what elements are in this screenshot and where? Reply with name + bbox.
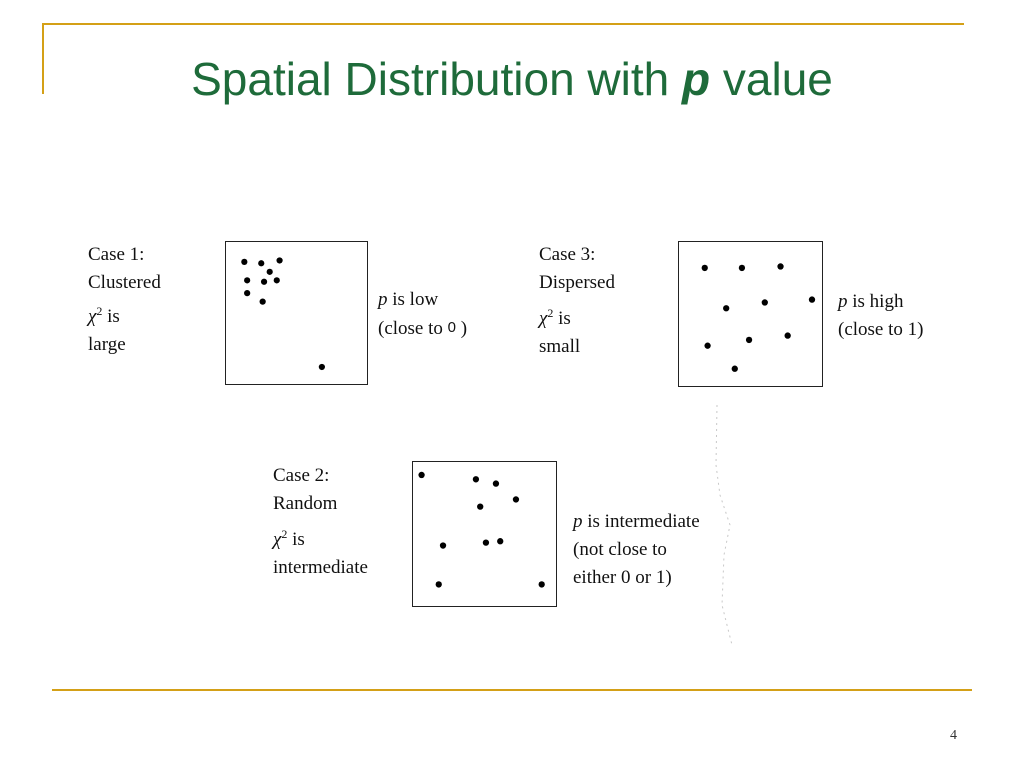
case1-text: Case 1: Clustered χ2 is large — [88, 241, 161, 359]
case2-p-line: p is intermediate — [573, 508, 700, 536]
slide-title: Spatial Distribution with p value — [0, 52, 1024, 106]
case2-label: Random — [273, 493, 338, 514]
case1-point-4 — [266, 268, 273, 275]
case3-p-line: p is high — [838, 288, 923, 316]
title-main: Spatial Distribution with — [191, 53, 683, 105]
slide-frame-left-line — [42, 23, 44, 94]
case1-point-10 — [318, 363, 325, 371]
case3-p-desc: is high — [847, 291, 904, 312]
case1-point-5 — [244, 277, 251, 284]
case1-point-1 — [241, 258, 248, 266]
case2-p-text: p is intermediate (not close to either 0… — [573, 508, 700, 592]
case1-points-svg — [241, 257, 325, 371]
case2-chi-symbol: χ — [273, 529, 282, 550]
case2-point-10 — [538, 581, 545, 588]
case1-point-2 — [258, 260, 265, 267]
case1-p-desc: is low — [387, 289, 439, 310]
case3-point-5 — [761, 299, 768, 306]
case3-chi-line: χ2 is — [539, 305, 615, 333]
case3-point-4 — [723, 305, 730, 312]
scan-artifact-line — [715, 405, 733, 645]
case2-point-1 — [418, 471, 425, 479]
case1-point-7 — [273, 277, 280, 284]
case3-p-text: p is high (close to 1) — [838, 288, 923, 344]
case2-point-2 — [472, 476, 480, 483]
case3-point-2 — [738, 264, 746, 272]
case2-chi-line: χ2 is — [273, 526, 368, 554]
case1-p-var: p — [378, 289, 388, 310]
case3-label: Dispersed — [539, 272, 615, 293]
case2-chi-value: intermediate — [273, 557, 368, 578]
case3-point-3 — [777, 263, 784, 270]
case1-label: Clustered — [88, 272, 161, 293]
case3-points-svg — [701, 263, 816, 372]
case2-points-svg — [418, 471, 545, 588]
case3-point-9 — [784, 332, 791, 339]
case3-point-1 — [701, 264, 708, 272]
case1-p-close-value: 0 — [447, 319, 456, 336]
case3-point-8 — [745, 336, 753, 344]
case3-point-6 — [808, 296, 816, 303]
case2-p-var: p — [573, 511, 583, 532]
case1-chi-value: large — [88, 334, 126, 355]
case2-text: Case 2: Random χ2 is intermediate — [273, 462, 368, 582]
case1-chi-is: is — [102, 306, 120, 327]
case2-point-9 — [435, 581, 442, 588]
case2-point-6 — [439, 542, 447, 549]
title-tail: value — [710, 53, 833, 105]
case1-chi-sup: 2 — [96, 304, 103, 318]
case2-p-desc: is intermediate — [582, 511, 700, 532]
case3-p-var: p — [838, 291, 848, 312]
case3-point-10 — [731, 365, 738, 372]
case3-chi-sup: 2 — [547, 306, 554, 320]
case1-p-close-line: (close to 0 ) — [378, 314, 467, 343]
case2-heading: Case 2: — [273, 465, 330, 486]
case2-point-4 — [512, 496, 520, 503]
case1-p-close-suffix: ) — [456, 318, 468, 339]
case1-point-3 — [276, 257, 283, 264]
case2-point-7 — [482, 539, 490, 546]
case1-p-close-prefix: (close to — [378, 318, 448, 339]
case3-chi-value: small — [539, 336, 581, 357]
case1-point-8 — [244, 289, 251, 297]
case1-point-9 — [259, 298, 266, 305]
case3-p-close: (close to 1) — [838, 319, 924, 340]
case2-plot-box — [412, 461, 557, 607]
case3-chi-symbol: χ — [539, 308, 548, 329]
case2-chi-sup: 2 — [281, 527, 288, 541]
case1-plot-box — [225, 241, 368, 385]
case3-text: Case 3: Dispersed χ2 is small — [539, 241, 615, 361]
case3-chi-is: is — [553, 308, 571, 329]
case2-p-line2: (not close to — [573, 539, 667, 560]
case3-plot-box — [678, 241, 823, 387]
case1-p-text: p is low (close to 0 ) — [378, 286, 467, 343]
case2-point-3 — [492, 480, 500, 487]
slide-frame-top-line — [42, 23, 964, 25]
page-number: 4 — [950, 728, 957, 743]
case3-heading: Case 3: — [539, 244, 596, 265]
case2-p-line3: either 0 or 1) — [573, 567, 672, 588]
case2-chi-is: is — [287, 529, 305, 550]
case2-point-5 — [477, 503, 484, 510]
slide-bottom-rule — [52, 689, 972, 691]
case1-point-6 — [260, 278, 268, 285]
case1-chi-symbol: χ — [88, 306, 97, 327]
title-p-variable: p — [682, 53, 711, 105]
case1-p-line: p is low — [378, 286, 467, 314]
case1-chi-line: χ2 is — [88, 303, 161, 331]
case1-heading: Case 1: — [88, 244, 145, 265]
case2-point-8 — [497, 538, 504, 545]
case3-point-7 — [704, 342, 711, 349]
